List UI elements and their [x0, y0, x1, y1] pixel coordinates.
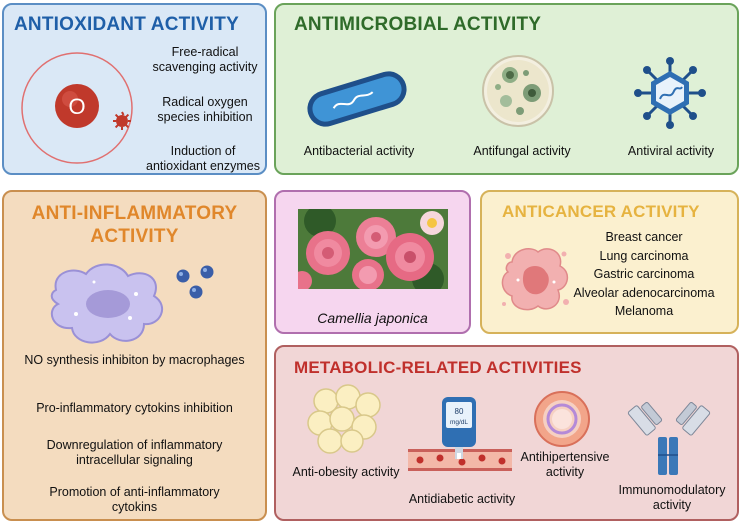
- anticancer-title: ANTICANCER ACTIVITY: [502, 202, 700, 221]
- cytokine-molecules-icon: [176, 265, 214, 299]
- petri-dish-icon: [482, 55, 554, 127]
- antiinflammatory-item: Downregulation of inflammatory intracell…: [46, 438, 223, 467]
- antioxidant-title: ANTIOXIDANT ACTIVITY: [14, 14, 239, 35]
- antioxidant-item: Radical oxygen species inhibition: [157, 95, 253, 124]
- glucometer-value: 80: [455, 407, 464, 416]
- antimicrobial-title: ANTIMICROBIAL ACTIVITY: [294, 14, 542, 35]
- metabolic-item: Immunomodulatory activity: [618, 483, 726, 512]
- glucometer-unit: mg/dL: [450, 419, 468, 426]
- anticancer-item: Alveolar adenocarcinoma: [573, 286, 715, 300]
- metabolic-panel: METABOLIC-RELATED ACTIVITIES 80 mg/dL: [274, 345, 739, 521]
- atom-label: O: [68, 94, 85, 119]
- artery-cross-section-icon: [534, 391, 590, 447]
- cancer-cell-icon: [501, 248, 569, 311]
- glucometer-icon: 80 mg/dL: [408, 397, 512, 471]
- anticancer-item: Breast cancer: [605, 230, 683, 244]
- antiinflammatory-item: NO synthesis inhibiton by macrophages: [24, 353, 245, 367]
- oxygen-atom-icon: O: [21, 52, 133, 164]
- camellia-panel: Camellia japonica: [274, 190, 471, 334]
- anticancer-item: Gastric carcinoma: [593, 267, 695, 281]
- antibody-icon: [627, 402, 711, 475]
- antiinflammatory-item: Promotion of anti-inflammatory cytokins: [49, 485, 220, 514]
- antimicrobial-panel: ANTIMICROBIAL ACTIVITY Antibacterial act…: [274, 3, 739, 175]
- antimicrobial-item: Antiviral activity: [627, 144, 715, 158]
- anticancer-panel: ANTICANCER ACTIVITY Breast cancer Lung c…: [480, 190, 739, 334]
- metabolic-item: Antidiabetic activity: [408, 492, 516, 506]
- anticancer-item: Melanoma: [614, 304, 674, 318]
- metabolic-item: Anti-obesity activity: [292, 465, 400, 479]
- antiinflammatory-panel: ANTI-INFLAMMATORY ACTIVITY NO synthesis …: [2, 190, 267, 521]
- antioxidant-item: Induction of antioxidant enzymes: [146, 144, 260, 173]
- macrophage-icon: [50, 263, 164, 344]
- antiinflammatory-item: Pro-inflammatory cytokins inhibition: [36, 401, 233, 415]
- virus-icon: [634, 57, 706, 129]
- metabolic-title: METABOLIC-RELATED ACTIVITIES: [294, 358, 582, 377]
- antimicrobial-item: Antifungal activity: [473, 144, 571, 158]
- antioxidant-panel: ANTIOXIDANT ACTIVITY O Free-radical scav…: [2, 3, 267, 175]
- camellia-label: Camellia japonica: [317, 310, 428, 326]
- anticancer-item: Lung carcinoma: [599, 249, 689, 263]
- antioxidant-item: Free-radical scavenging activity: [152, 45, 258, 74]
- antimicrobial-item: Antibacterial activity: [303, 144, 415, 158]
- antiinflammatory-title: ANTI-INFLAMMATORY ACTIVITY: [31, 203, 238, 247]
- metabolic-item: Antihipertensive activity: [520, 450, 610, 479]
- camellia-flowers-image: [298, 209, 448, 289]
- fat-cells-icon: [307, 384, 381, 454]
- bacterium-icon: [307, 71, 407, 127]
